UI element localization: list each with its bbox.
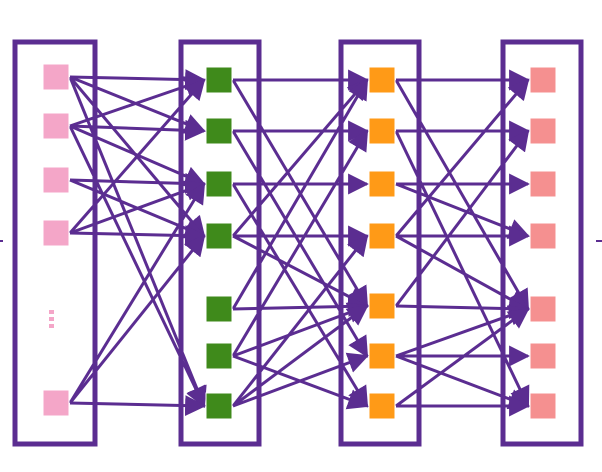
ellipsis-icon (49, 310, 54, 328)
layer-2-node (205, 342, 233, 370)
layer-2-node (205, 117, 233, 145)
edge-arrow (232, 234, 369, 308)
edge-arrow (69, 172, 207, 194)
layer-4-node (529, 392, 557, 420)
edge-arrow (231, 78, 369, 237)
ellipsis-dot (49, 324, 54, 328)
edge-arrow (231, 78, 369, 310)
layer-4-node (529, 342, 557, 370)
edge-arrow (68, 234, 206, 404)
layer-3-node (368, 222, 396, 250)
edge-arrow (232, 352, 369, 408)
layer-1-node (42, 112, 70, 140)
layer-2-node (205, 66, 233, 94)
edge-arrow (231, 129, 369, 357)
edge-arrow (395, 305, 530, 358)
layer-1-node (42, 219, 70, 247)
layer-2-node (205, 392, 233, 420)
edge-arrow (231, 234, 369, 407)
layer-1-column (12, 39, 98, 447)
layer-4-node (529, 117, 557, 145)
ellipsis-dot (49, 317, 54, 321)
layer-3-node (368, 342, 396, 370)
layer-3-node (368, 66, 396, 94)
layer-3-column (338, 39, 422, 447)
edge-arrow (232, 304, 369, 408)
layer-3-node (368, 292, 396, 320)
layer-1-node (42, 63, 70, 91)
edges-group (68, 69, 531, 417)
layer-2-node (205, 170, 233, 198)
layer-4-node (529, 170, 557, 198)
extras-group (0, 240, 602, 328)
edge-arrow (232, 295, 370, 317)
edge-arrow (68, 182, 206, 404)
layer-1-node (42, 166, 70, 194)
layer-3-node (368, 170, 396, 198)
nodes-group (42, 63, 557, 420)
layer-2-node (205, 295, 233, 323)
edge-arrow (69, 395, 207, 417)
layer-2-column (178, 39, 262, 447)
edge-arrow (69, 225, 207, 247)
edge-arrow (68, 125, 206, 408)
layer-4-node (529, 222, 557, 250)
ellipsis-dot (49, 310, 54, 314)
edge-arrow (69, 69, 207, 91)
edge-arrow (231, 183, 369, 408)
layer-2-node (205, 222, 233, 250)
edge-arrow (394, 79, 530, 311)
layer-4-node (529, 66, 557, 94)
layer-1-node (42, 389, 70, 417)
layer-columns-group (12, 39, 584, 447)
edge-arrow (395, 298, 531, 320)
layer-3-node (368, 117, 396, 145)
layer-4-node (529, 295, 557, 323)
edge-arrow (232, 302, 369, 358)
layer-4-column (500, 39, 584, 447)
layer-3-node (368, 392, 396, 420)
